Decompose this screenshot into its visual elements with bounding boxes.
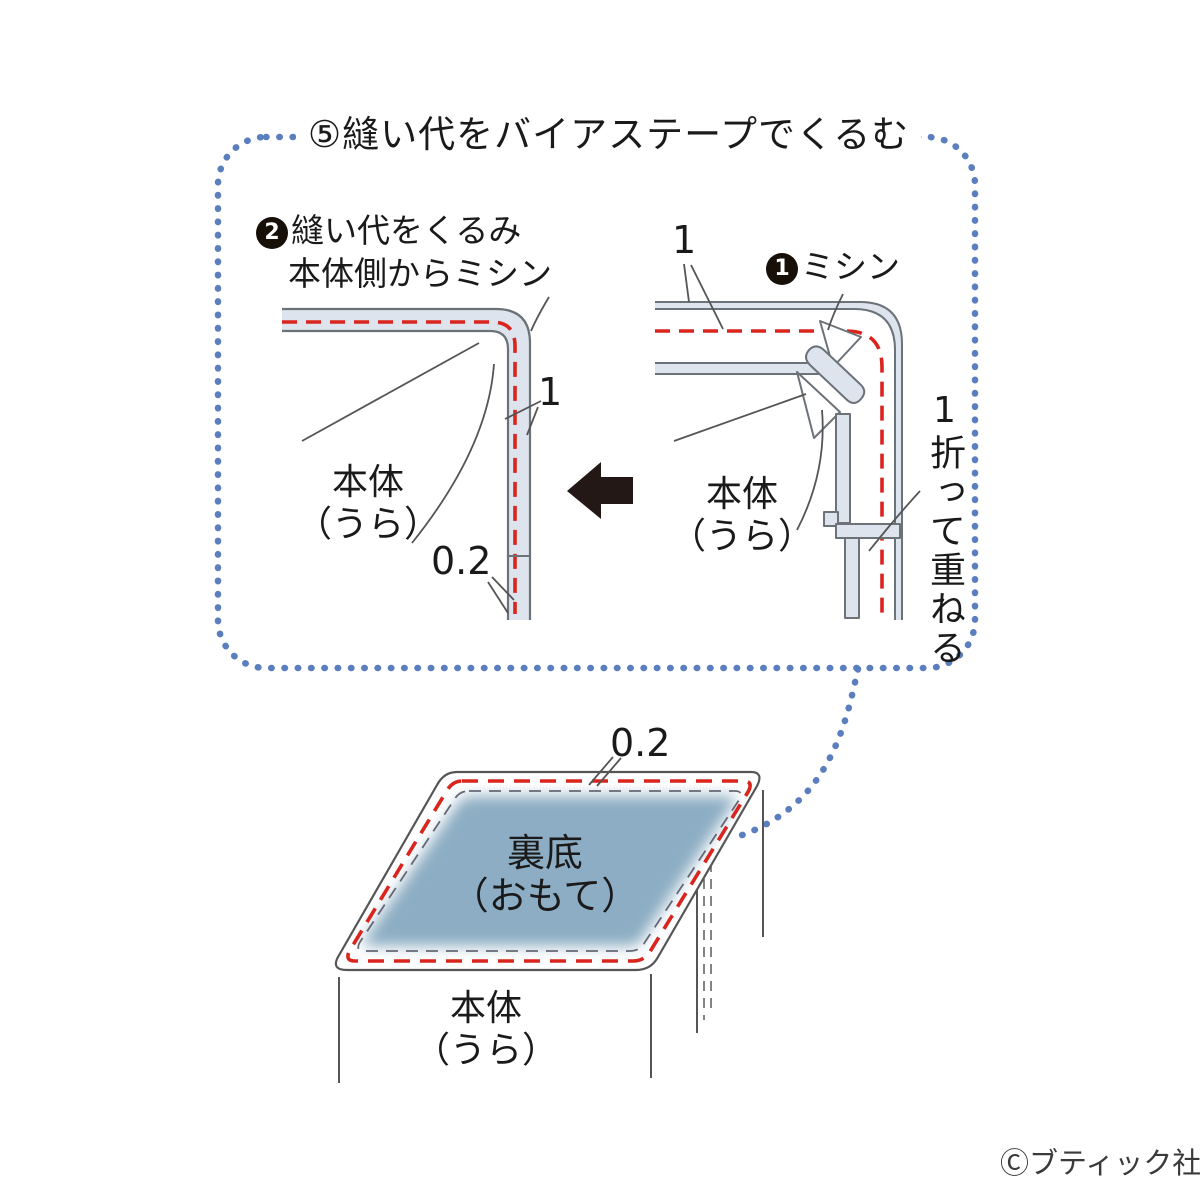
tape-strip [655,363,830,374]
body-left-line1: 本体 [331,462,404,503]
diagonal-fold-band [805,345,866,404]
bottom-face-line1: 裏底 [506,831,583,875]
bottom-face-label: 裏底 （おもて） [435,832,655,917]
dimension-1-right: 1 [672,218,697,262]
step2-number-badge: 2 [256,217,288,249]
topstitch-ring-red [346,779,752,963]
lower-tape-band [844,537,860,619]
step-title: ⑤縫い代をバイアステープでくるむ [296,104,922,158]
fold-edge-ring-dashed [357,790,742,952]
step1-label: ミシン [801,247,900,286]
body-label-left: 本体 （うら） [288,462,448,547]
copyright-notice: Ⓒブティック社 [1000,1146,1200,1180]
fold-overlap-note: 1折って重ねる [924,390,965,668]
overlap-connector [835,523,901,539]
bottom-panel-diagram [334,756,764,1083]
edge-inner-line [655,308,896,620]
vertical-tape-band [835,413,851,524]
body-bottom-line1: 本体 [449,988,522,1029]
fabric-edge-band [655,302,902,620]
right-corner-diagram [655,263,921,620]
dotted-connector [726,665,862,843]
left-corner-diagram [282,296,550,620]
dimension-0.2-bottom: 0.2 [610,721,671,765]
body-left-line2: （うら） [295,504,440,546]
fabric-face [363,796,736,946]
body-label-bottom: 本体 （うら） [396,988,576,1073]
step2-line1: 縫い代をくるみ [291,211,522,250]
bottom-face-line2: （おもて） [450,873,640,918]
tape-inner-edge [282,329,510,620]
fold-flap-lower [796,371,841,439]
body-right-line2: （うら） [669,516,814,558]
body-bottom-line2: （うら） [413,1030,558,1072]
leader-lines [588,756,622,787]
leader-lines [673,263,921,552]
body-label-right: 本体 （うら） [662,474,822,559]
step1-number-badge: 1 [766,253,798,285]
body-right-line1: 本体 [705,474,778,515]
edge-outer-line [655,301,903,620]
tape-outer-edge [282,307,532,620]
dimension-1-left: 1 [538,370,563,414]
stitch-line-red [282,320,517,614]
dimension-0.2-left: 0.2 [431,539,492,583]
left-arrow-icon [567,462,633,519]
leader-lines [301,296,550,614]
seam-allowance-dashes [703,862,712,1020]
step2-line2: 本体側からミシン [288,253,552,293]
